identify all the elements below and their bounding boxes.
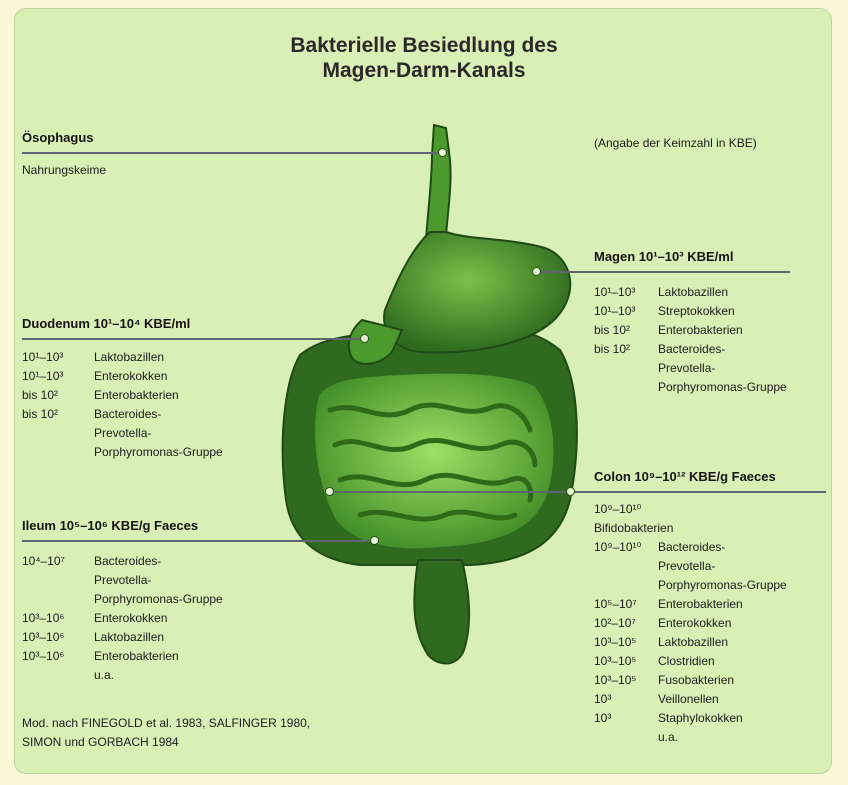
colon-row-value: 10⁵–10⁷: [594, 597, 637, 611]
duodenum-row-value: bis 10²: [22, 407, 58, 421]
magen-row-value: bis 10²: [594, 342, 630, 356]
leader-duodenum: [22, 338, 367, 340]
ileum-row-name: Laktobazillen: [94, 630, 164, 644]
colon-row-value: 10⁹–10¹⁰: [594, 502, 641, 516]
duodenum-row-value: 10¹–10³: [22, 369, 63, 383]
ileum-row-name: Porphyromonas-Gruppe: [94, 592, 223, 606]
colon-row-name: Enterobakterien: [658, 597, 743, 611]
marker-duodenum: [360, 334, 369, 343]
colon-row-name: Prevotella-: [658, 559, 715, 573]
colon-row-value: 10³: [594, 711, 611, 725]
ileum-row-name: Prevotella-: [94, 573, 151, 587]
colon-row-value: 10³–10⁵: [594, 673, 636, 687]
duodenum-row-name: Prevotella-: [94, 426, 151, 440]
ileum-row-value: 10⁴–10⁷: [22, 554, 65, 568]
ileum-row-name: u.a.: [94, 668, 114, 682]
unit-note: (Angabe der Keimzahl in KBE): [594, 136, 757, 150]
leader-colon: [330, 491, 826, 493]
stomach-shape: [384, 232, 570, 353]
duodenum-row-value: 10¹–10³: [22, 350, 63, 364]
colon-row-name: Porphyromonas-Gruppe: [658, 578, 787, 592]
colon-row-name: Bacteroides-: [658, 540, 725, 554]
diagram-title: Bakterielle Besiedlung des Magen-Darm-Ka…: [0, 33, 848, 83]
colon-row-value: 10²–10⁷: [594, 616, 636, 630]
esophagus-shape: [426, 125, 451, 240]
marker-colon-left: [325, 487, 334, 496]
rectum-shape: [414, 560, 469, 664]
ileum-row-name: Enterobakterien: [94, 649, 179, 663]
magen-row-name: Streptokokken: [658, 304, 735, 318]
ileum-header: Ileum 10⁵–10⁶ KBE/g Faeces: [22, 518, 198, 533]
colon-row-value: 10³: [594, 692, 611, 706]
colon-row-name: Laktobazillen: [658, 635, 728, 649]
oesophagus-header: Ösophagus: [22, 130, 94, 145]
ileum-row-name: Enterokokken: [94, 611, 167, 625]
colon-row-value: 10⁹–10¹⁰: [594, 540, 641, 554]
oesophagus-sub: Nahrungskeime: [22, 163, 106, 177]
magen-row-value: 10¹–10³: [594, 304, 635, 318]
colon-row-value: 10³–10⁵: [594, 635, 636, 649]
duodenum-row-name: Enterobakterien: [94, 388, 179, 402]
magen-row-value: 10¹–10³: [594, 285, 635, 299]
duodenum-row-name: Enterokokken: [94, 369, 167, 383]
title-line-2: Magen-Darm-Kanals: [0, 58, 848, 83]
magen-row-name: Laktobazillen: [658, 285, 728, 299]
marker-colon-right: [566, 487, 575, 496]
duodenum-row-name: Laktobazillen: [94, 350, 164, 364]
colon-row-name: Enterokokken: [658, 616, 731, 630]
leader-oesophagus: [22, 152, 442, 154]
marker-ileum: [370, 536, 379, 545]
colon-row-value: Bifidobakterien: [594, 521, 673, 535]
duodenum-row-name: Porphyromonas-Gruppe: [94, 445, 223, 459]
colon-row-name: Veillonellen: [658, 692, 719, 706]
ileum-row-value: 10³–10⁶: [22, 649, 64, 663]
colon-row-value: 10³–10⁵: [594, 654, 636, 668]
marker-magen: [532, 267, 541, 276]
duodenum-header: Duodenum 10¹–10⁴ KBE/ml: [22, 316, 190, 331]
leader-magen: [540, 271, 790, 273]
colon-row-name: Fusobakterien: [658, 673, 734, 687]
duodenum-row-name: Bacteroides-: [94, 407, 161, 421]
title-line-1: Bakterielle Besiedlung des: [0, 33, 848, 58]
ileum-row-name: Bacteroides-: [94, 554, 161, 568]
source-line-2: SIMON und GORBACH 1984: [22, 735, 179, 749]
magen-row-name: Bacteroides-: [658, 342, 725, 356]
magen-row-value: bis 10²: [594, 323, 630, 337]
ileum-row-value: 10³–10⁶: [22, 611, 64, 625]
duodenum-row-value: bis 10²: [22, 388, 58, 402]
source-line-1: Mod. nach FINEGOLD et al. 1983, SALFINGE…: [22, 716, 310, 730]
colon-row-name: Staphylokokken: [658, 711, 743, 725]
colon-row-name: Clostridien: [658, 654, 715, 668]
small-intestine-shape: [314, 373, 554, 550]
colon-row-name: u.a.: [658, 730, 678, 744]
magen-header: Magen 10¹–10³ KBE/ml: [594, 249, 733, 264]
magen-row-name: Porphyromonas-Gruppe: [658, 380, 787, 394]
ileum-row-value: 10³–10⁶: [22, 630, 64, 644]
leader-ileum: [22, 540, 374, 542]
magen-row-name: Prevotella-: [658, 361, 715, 375]
marker-oesophagus: [438, 148, 447, 157]
colon-header: Colon 10⁹–10¹² KBE/g Faeces: [594, 469, 776, 484]
magen-row-name: Enterobakterien: [658, 323, 743, 337]
